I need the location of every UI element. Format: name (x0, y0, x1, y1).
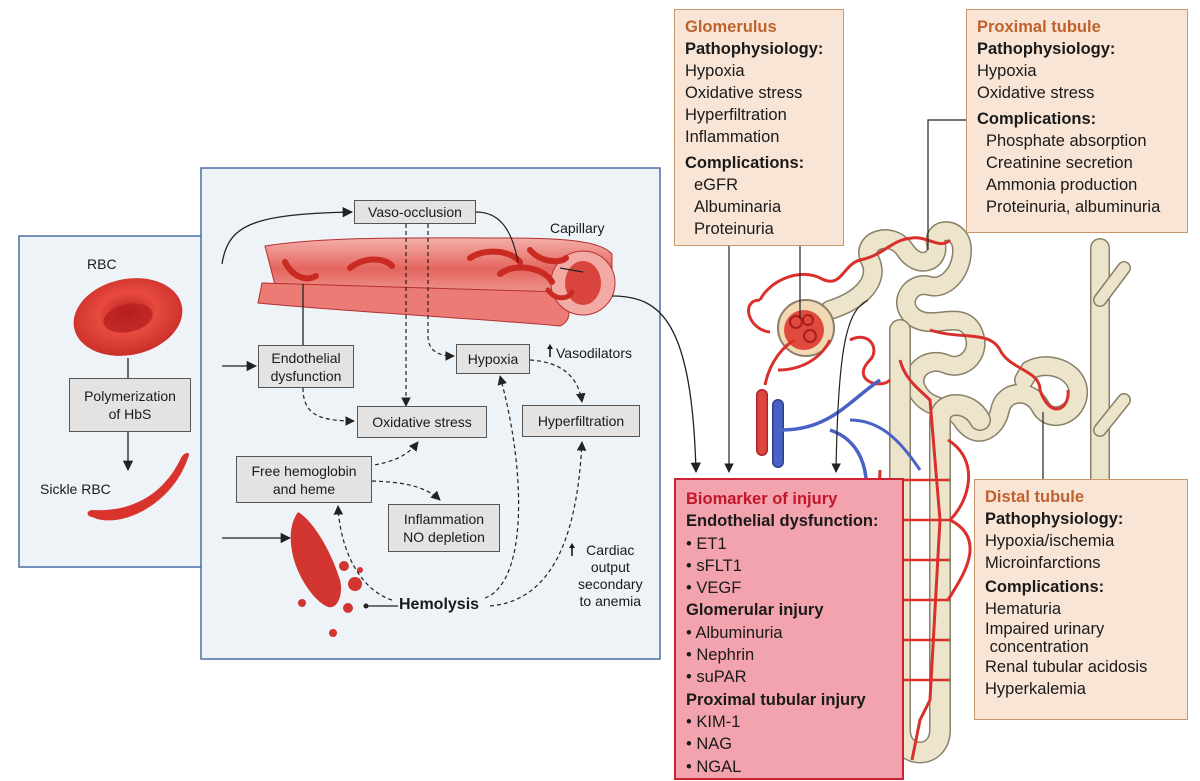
glomerulus-patho-item: Inflammation (685, 128, 780, 146)
distal-comp-item: Hyperkalemia (985, 680, 1086, 698)
biomarker-item: • suPAR (686, 668, 747, 687)
rbc-label: RBC (87, 256, 117, 272)
proximal-comp-item: Ammonia production (986, 176, 1138, 194)
cardiac-label: Cardiac output secondary to anemia (578, 542, 643, 610)
glomerulus-comp-heading: Complications: (685, 154, 805, 172)
glomerulus-box: Glomerulus Pathophysiology: Hypoxia Oxid… (674, 9, 844, 246)
proximal-comp-item: Creatinine secretion (986, 154, 1133, 172)
biomarker-item: • KIM-1 (686, 712, 741, 731)
biomarker-box: Biomarker of injury Endothelial dysfunct… (674, 478, 904, 780)
proximal-patho-heading: Pathophysiology: (977, 40, 1116, 58)
capillary-label: Capillary (550, 220, 605, 236)
biomarker-item-text: KIM-1 (696, 712, 741, 731)
inflammation-line-2: NO depletion (403, 529, 485, 545)
cardiac-line-1: Cardiac (586, 542, 635, 558)
free-hemoglobin-line-1: Free hemoglobin (251, 462, 357, 479)
polymerization-line-1: Polymerization (84, 388, 176, 404)
biomarker-section-heading: Proximal tubular injury (686, 690, 866, 709)
distal-comp-item: Hematuria (985, 600, 1062, 618)
cardiac-line-2: output (590, 559, 630, 575)
biomarker-item-text: ET1 (696, 534, 727, 553)
oxidative-stress-box: Oxidative stress (357, 406, 487, 438)
biomarker-item-text: VEGF (696, 579, 742, 598)
polymerization-box: Polymerization of HbS (69, 378, 191, 432)
distal-patho-heading: Pathophysiology: (985, 510, 1124, 528)
biomarker-section-heading: Endothelial dysfunction: (686, 512, 879, 531)
glomerulus-patho-item: Hyperfiltration (685, 106, 787, 124)
hyperfiltration-box: Hyperfiltration (522, 405, 640, 437)
vasodilators-label: Vasodilators (556, 345, 633, 361)
biomarker-title: Biomarker of injury (686, 490, 838, 508)
biomarker-item: • NGAL (686, 757, 742, 776)
free-hemoglobin-line-2: and heme (272, 480, 336, 497)
sickle-cell-icon (87, 452, 190, 521)
free-hemoglobin-box: Free hemoglobin and heme (236, 456, 372, 503)
inflammation-line-1: Inflammation (403, 511, 485, 527)
distal-comp-item: Renal tubular acidosis (985, 658, 1148, 676)
proximal-patho-item: Oxidative stress (977, 84, 1095, 102)
biomarker-item: • VEGF (686, 579, 742, 598)
proximal-tubule-box: Proximal tubule Pathophysiology: Hypoxia… (966, 9, 1188, 233)
biomarker-item: • Nephrin (686, 646, 755, 665)
endothelial-line-2: dysfunction (270, 367, 342, 384)
inflammation-box: Inflammation NO depletion (388, 504, 500, 552)
glomerulus-patho-item: Oxidative stress (685, 84, 803, 102)
vaso-occlusion-box: Vaso-occlusion (354, 200, 476, 224)
glomerulus-comp-item: eGFR (694, 176, 739, 194)
distal-comp-heading: Complications: (985, 578, 1105, 596)
hypoxia-box: Hypoxia (456, 344, 530, 374)
biomarker-section-heading: Glomerular injury (686, 601, 824, 620)
hemolysis-label: Hemolysis (399, 596, 480, 613)
biomarker-item: • ET1 (686, 534, 727, 553)
proximal-comp-item: Proteinuria, albuminuria (986, 198, 1161, 216)
arrow-up-icon (547, 344, 553, 357)
proximal-patho-item: Hypoxia (977, 62, 1037, 80)
biomarker-item-text: sFLT1 (696, 556, 742, 575)
biomarker-item-text: Nephrin (696, 646, 755, 665)
distal-patho-item: Microinfarctions (985, 554, 1101, 572)
proximal-comp-item: Phosphate absorption (986, 132, 1147, 150)
endothelial-line-1: Endothelial (271, 349, 341, 366)
biomarker-item: • Albuminuria (686, 623, 783, 642)
cardiac-line-4: to anemia (579, 593, 642, 609)
glomerulus-comp-item: Albuminaria (694, 198, 782, 216)
biomarker-item-text: NAG (696, 735, 733, 754)
distal-patho-item: Hypoxia/ischemia (985, 532, 1115, 550)
biomarker-item: • NAG (686, 735, 733, 754)
glomerulus-comp-item: Proteinuria (694, 220, 774, 238)
red-blood-cell-icon (73, 278, 183, 356)
proximal-comp-heading: Complications: (977, 110, 1097, 128)
biomarker-item-text: suPAR (696, 668, 747, 687)
hemolyzed-cell-icon (290, 512, 363, 637)
sickle-rbc-label: Sickle RBC (40, 481, 111, 497)
biomarker-item-text: Albuminuria (695, 623, 783, 642)
capillary-illustration (257, 237, 616, 327)
glomerulus-title: Glomerulus (685, 18, 777, 36)
distal-title: Distal tubule (985, 488, 1085, 506)
proximal-title: Proximal tubule (977, 18, 1101, 36)
glomerulus-patho-item: Hypoxia (685, 62, 745, 80)
distal-comp-item: Impaired urinary (985, 620, 1105, 638)
distal-comp-item: concentration (985, 638, 1089, 656)
glomerulus-patho-heading: Pathophysiology: (685, 40, 824, 58)
distal-tubule-box: Distal tubule Pathophysiology: Hypoxia/i… (974, 479, 1188, 720)
cardiac-line-3: secondary (578, 576, 643, 592)
biomarker-item: • sFLT1 (686, 556, 742, 575)
endothelial-box: Endothelial dysfunction (258, 345, 354, 388)
biomarker-item-text: NGAL (696, 757, 742, 776)
arrow-up-icon (569, 543, 575, 556)
polymerization-line-2: of HbS (108, 406, 152, 422)
